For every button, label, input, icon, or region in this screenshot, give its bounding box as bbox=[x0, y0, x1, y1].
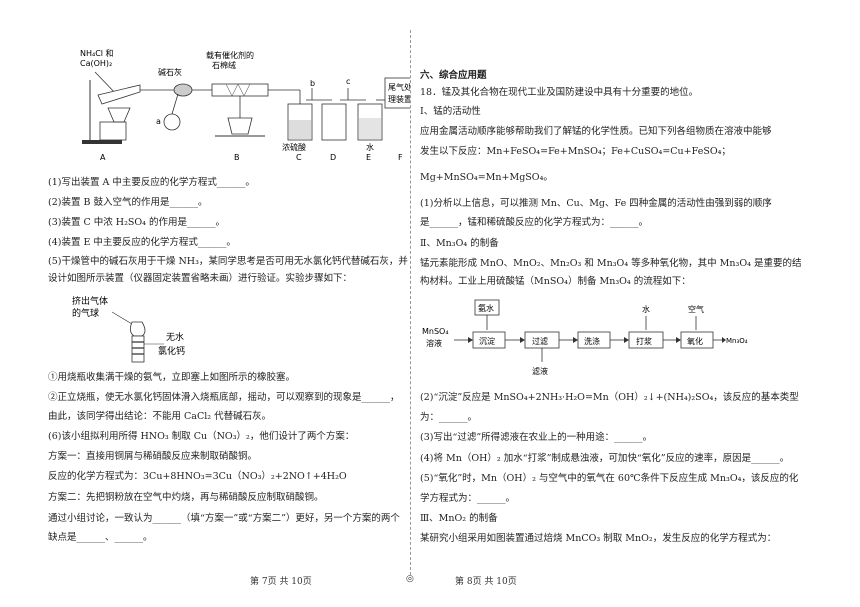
apparatus-d: D bbox=[321, 103, 347, 162]
cacl2-label: 氯化钙 bbox=[158, 345, 185, 357]
section-title: 六、综合应用题 bbox=[420, 70, 487, 81]
label-c-small: c bbox=[346, 77, 350, 86]
flow-input: MnSO₄ bbox=[422, 327, 449, 336]
page-number-left: 第 7页 共 10页 bbox=[250, 577, 312, 587]
part-1-question: (1)分析以上信息，可以推测 Mn、Cu、Mg、Fe 四种金属的活动性由强到弱的… bbox=[420, 198, 772, 209]
part-3-text: 某研究小组采用如图装置通过焙烧 MnCO₃ 制取 MnO₂，发生反应的化学方程式… bbox=[420, 533, 777, 544]
conclusion-line2: 缺点是______、______。 bbox=[48, 532, 153, 543]
flow-output: Mn₃O₄ bbox=[726, 337, 748, 345]
flow-ammonia: 氨水 bbox=[478, 303, 494, 313]
question-3: (3)写出“过滤”所得滤液在农业上的一种用途：______。 bbox=[420, 432, 653, 443]
plan-2: 方案二：先把铜粉放在空气中灼烧，再与稀硝酸反应制取硝酸铜。 bbox=[48, 492, 324, 503]
step-2: ②正立烧瓶，使无水氯化钙固体滑入烧瓶底部，摇动，可以观察到的现象是______， bbox=[48, 392, 400, 403]
label-a-small: a bbox=[156, 117, 161, 126]
flow-step-wash: 洗涤 bbox=[584, 336, 600, 346]
letter-c: C bbox=[296, 153, 302, 162]
flow-water: 水 bbox=[642, 304, 650, 314]
part-1-text: Mg+MnSO₄=Mn+MgSO₄。 bbox=[420, 172, 553, 183]
flow-filtrate: 滤液 bbox=[532, 366, 548, 376]
part-2-text: 锰元素能形成 MnO、MnO₂、Mn₂O₃ 和 Mn₃O₄ 等多种氧化物，其中 … bbox=[420, 258, 802, 269]
letter-a: A bbox=[100, 153, 106, 162]
part-1-heading: Ⅰ、锰的活动性 bbox=[420, 106, 481, 117]
plan-1: 方案一：直接用铜屑与稀硝酸反应来制取硝酸铜。 bbox=[48, 451, 258, 462]
apparatus-c: 浓硫酸 C bbox=[282, 103, 313, 162]
question-4: (4)装置 E 中主要反应的化学方程式______。 bbox=[48, 237, 236, 248]
step-1: ①用烧瓶收集满干燥的氨气，立即塞上如图所示的橡胶塞。 bbox=[48, 372, 296, 383]
flow-step-filter: 过滤 bbox=[532, 336, 548, 346]
part-3-heading: Ⅲ、MnO₂ 的制备 bbox=[420, 513, 498, 524]
question-18: 18．锰及其化合物在现代工业及国防建设中具有十分重要的地位。 bbox=[420, 87, 699, 98]
question-4: (4)将 Mn（OH）₂ 加水“打浆”制成悬浊液，可加快“氧化”反应的速率，原因… bbox=[420, 453, 790, 464]
balloon-label: 的气球 bbox=[72, 307, 99, 319]
flow-air: 空气 bbox=[688, 304, 704, 314]
part-1-text: 应用金属活动顺序能够帮助我们了解锰的化学性质。已知下列各组物质在溶液中能够 bbox=[420, 126, 772, 137]
question-5-line1: (5)干燥管中的碱石灰用于干燥 NH₃，某同学思考是否可用无水氯化钙代替碱石灰，… bbox=[48, 256, 408, 267]
drying-tube: 碱石灰 a bbox=[140, 67, 212, 131]
question-2: 为：______。 bbox=[420, 412, 478, 423]
part-1-question: 是______，锰和稀硫酸反应的化学方程式为：______。 bbox=[420, 217, 649, 228]
flow-step-oxidize: 氧化 bbox=[687, 336, 703, 346]
apparatus-b: 载有催化剂的 石棉绒 B bbox=[206, 50, 269, 162]
plan-1-equation: 反应的化学方程式为：3Cu+8HNO₃=3Cu（NO₃）₂+2NO↑+4H₂O bbox=[48, 471, 347, 482]
question-3: (3)装置 C 中浓 H₂SO₄ 的作用是______。 bbox=[48, 217, 226, 228]
soda-lime-label: 碱石灰 bbox=[158, 67, 182, 77]
apparatus-f: 尾气处 理装置 F bbox=[384, 77, 410, 162]
question-6: (6)该小组拟利用所得 HNO₃ 制取 Cu（NO₃）₂，他们设计了两个方案： bbox=[48, 431, 355, 442]
tail-gas-label: 尾气处 bbox=[388, 82, 410, 92]
label-b-small: b bbox=[310, 79, 315, 88]
page-divider bbox=[410, 30, 411, 575]
footer-center-mark: ◎ bbox=[406, 574, 414, 584]
letter-b: B bbox=[234, 153, 240, 162]
flow-step-precipitate: 沉淀 bbox=[479, 336, 495, 346]
part-2-heading: Ⅱ、Mn₃O₄ 的制备 bbox=[420, 238, 499, 249]
balloon-label: 挤出气体 bbox=[72, 295, 108, 307]
cacl2-label: 无水 bbox=[166, 331, 184, 343]
question-5: 学方程式为：______。 bbox=[420, 493, 516, 504]
question-5: (5)“氧化”时，Mn（OH）₂ 与空气中的氧气在 60℃条件下反应生成 Mn₃… bbox=[420, 473, 799, 484]
letter-f: F bbox=[398, 153, 403, 162]
question-2: (2)“沉淀”反应是 MnSO₄+2NH₃·H₂O=Mn（OH）₂↓+(NH₄)… bbox=[420, 392, 799, 403]
letter-e: E bbox=[366, 153, 371, 162]
page-number-right: 第 8页 共 10页 bbox=[455, 577, 517, 587]
apparatus-e: 水 E bbox=[357, 103, 383, 162]
question-5-line2: 设计如图所示装置（仪器固定装置省略未画）进行验证。实验步骤如下： bbox=[48, 273, 353, 284]
conclusion-line1: 通过小组讨论，一致认为______（填“方案一”或“方案二”）更好，另一个方案的… bbox=[48, 513, 400, 524]
reagent-label: NH₄Cl 和 bbox=[80, 49, 114, 58]
conc-h2so4-label: 浓硫酸 bbox=[282, 142, 306, 152]
question-2: (2)装置 B 鼓入空气的作用是______。 bbox=[48, 197, 208, 208]
part-1-text: 发生以下反应：Mn+FeSO₄=Fe+MnSO₄；Fe+CuSO₄=Cu+FeS… bbox=[420, 146, 731, 157]
reagent-label: Ca(OH)₂ bbox=[80, 59, 112, 68]
apparatus-diagram: NH₄Cl 和 Ca(OH)₂ A 碱石灰 a 载有催化剂的 石棉绒 bbox=[80, 49, 410, 162]
flask-diagram: 挤出气体 的气球 无水 氯化钙 bbox=[72, 295, 185, 363]
flow-input: 溶液 bbox=[426, 338, 442, 348]
question-1: (1)写出装置 A 中主要反应的化学方程式______。 bbox=[48, 177, 255, 188]
catalyst-label: 载有催化剂的 bbox=[206, 50, 254, 60]
letter-d: D bbox=[330, 153, 336, 162]
apparatus-a: NH₄Cl 和 Ca(OH)₂ A bbox=[80, 49, 141, 162]
catalyst-label: 石棉绒 bbox=[212, 60, 236, 70]
tail-gas-label: 理装置 bbox=[388, 94, 410, 104]
water-label: 水 bbox=[366, 142, 374, 152]
part-2-text: 构材料。工业上用硫酸锰（MnSO₄）制备 Mn₃O₄ 的流程如下： bbox=[420, 276, 691, 287]
flow-step-slurry: 打浆 bbox=[636, 336, 652, 346]
process-flowchart: MnSO₄ 溶液 氨水 沉淀 过滤 滤液 洗涤 水 打浆 空气 氧化 M bbox=[422, 299, 748, 376]
step-2-conclusion: 由此，该同学得出结论：不能用 CaCl₂ 代替碱石灰。 bbox=[48, 411, 272, 422]
